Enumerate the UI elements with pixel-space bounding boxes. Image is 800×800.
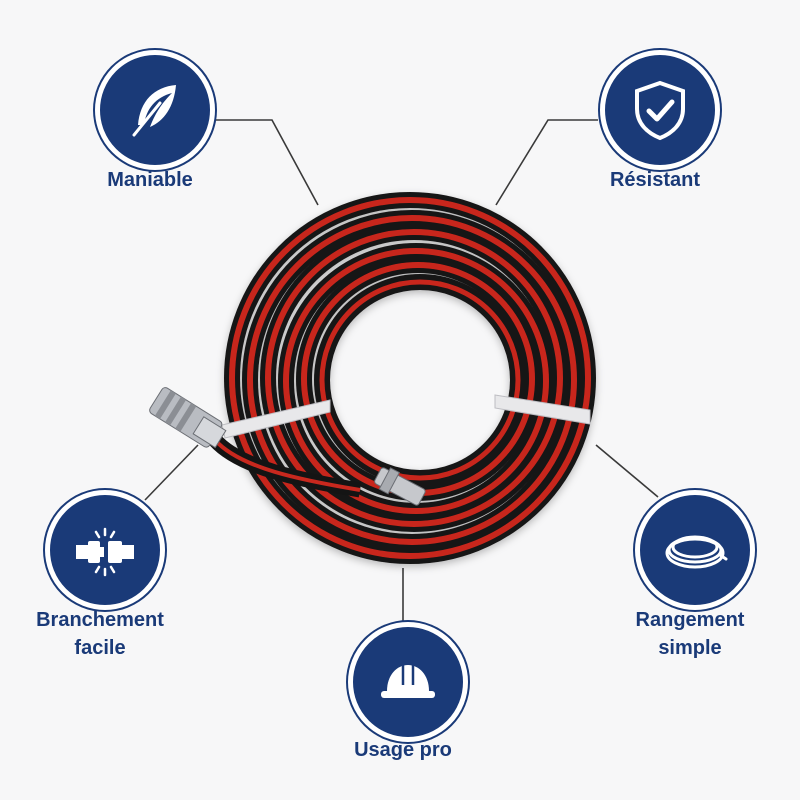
connector-icon <box>76 527 134 577</box>
feature-badge-branchement <box>45 490 165 610</box>
feature-label-branchement: Branchement facile <box>10 606 190 662</box>
feature-label-rangement: Rangement simple <box>600 606 780 662</box>
feather-icon <box>132 85 176 137</box>
feature-label-resistant: Résistant <box>609 169 701 191</box>
male-fitting <box>374 467 426 506</box>
connector-line-branchement <box>144 444 199 501</box>
connector-line-resistant <box>495 119 598 206</box>
feature-badge-usage-pro <box>348 622 468 742</box>
connector-line-rangement <box>595 444 659 498</box>
strap-right <box>494 394 591 425</box>
hose-coil <box>224 192 596 564</box>
feature-badge-rangement <box>635 490 755 610</box>
feature-label-branchement-line1: Branchement <box>36 609 164 631</box>
feature-badge-resistant <box>600 50 720 170</box>
feature-label-branchement-line2: facile <box>74 637 126 659</box>
feature-label-usage-pro: Usage pro <box>354 739 452 761</box>
feature-label-rangement-line2: simple <box>658 637 722 659</box>
feature-label-rangement-line1: Rangement <box>635 609 745 631</box>
female-coupler <box>149 387 227 449</box>
feature-badge-maniable <box>95 50 215 170</box>
feature-label-maniable: Maniable <box>107 169 193 191</box>
connector-line-maniable <box>205 119 319 206</box>
shield-check-icon <box>635 80 685 141</box>
coiled-hose-icon <box>665 535 728 569</box>
hard-hat-icon <box>381 665 435 698</box>
